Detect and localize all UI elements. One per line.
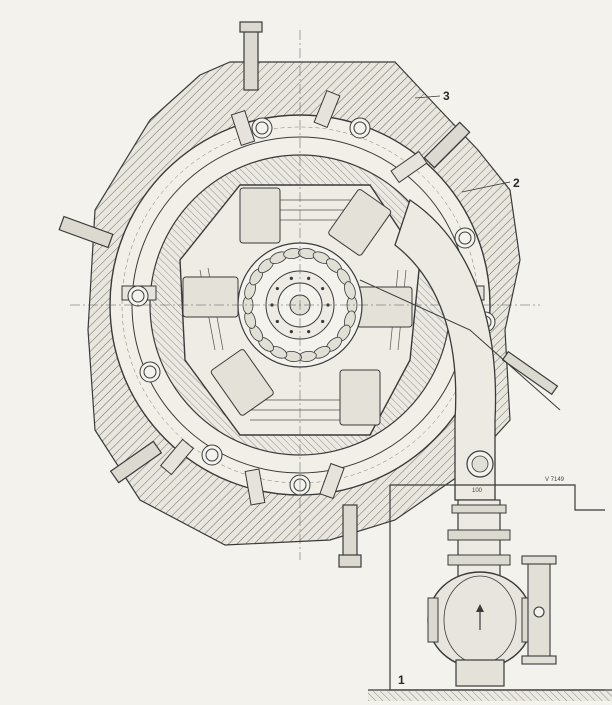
hub-bolt [321, 286, 325, 291]
floor-hatch [368, 691, 612, 701]
runner-bucket [344, 281, 356, 300]
hub-bolt [275, 286, 279, 291]
branch-manhole [466, 450, 494, 478]
ring-inspection-ports [127, 117, 496, 496]
valve-mark-label: 100 [472, 488, 483, 494]
callout-1: 1 [398, 673, 405, 687]
callout-2: 2 [513, 176, 520, 190]
hub-bolt [321, 319, 325, 324]
servomotor-stems [58, 21, 559, 568]
hub-bolt [307, 276, 311, 280]
hub-bolt [275, 319, 279, 324]
valve-actuator [521, 555, 557, 665]
hub-bolt [307, 330, 311, 334]
pipe-flanges [447, 504, 511, 566]
spherical-inlet-valve [427, 571, 533, 687]
callout-leaders [414, 95, 511, 193]
hub-bolt [289, 276, 293, 280]
drawing-number-label: V 7149 [545, 477, 565, 483]
callout-3: 3 [443, 89, 450, 103]
control-rod [359, 279, 561, 411]
hub-bolt [289, 330, 293, 334]
